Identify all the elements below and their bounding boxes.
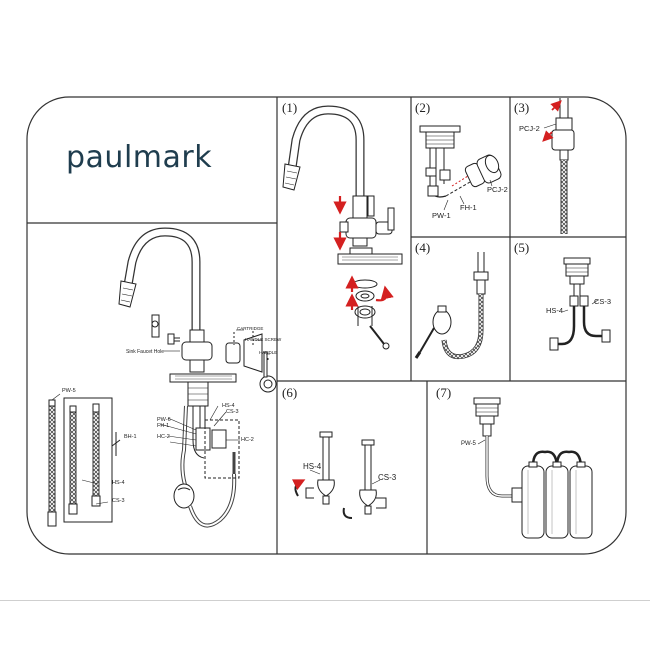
step-4-diagram — [414, 252, 489, 360]
label-hs4-overview: HS-4 — [222, 403, 235, 409]
brand-logo: paulmark — [66, 140, 213, 175]
step-1-diagram — [282, 105, 403, 350]
label-cs3-step5: CS-3 — [594, 297, 611, 306]
label-hs4-step5: HS-4 — [546, 306, 563, 315]
step-5-labels: HS-4 CS-3 — [546, 297, 611, 315]
label-cs3-step6: CS-3 — [378, 473, 397, 482]
label-pcj2-step2: PCJ-2 — [487, 185, 508, 194]
label-cs3-overview: CS-3 — [226, 409, 239, 415]
label-fh1-overview: FH-1 — [157, 423, 169, 429]
supply-hoses — [47, 393, 121, 527]
label-hs4-hoses: HS-4 — [112, 480, 125, 486]
step-6-labels: HS-4 CS-3 — [303, 462, 397, 482]
label-cs3-hoses: CS-3 — [112, 498, 125, 504]
overview-diagram — [47, 227, 277, 528]
label-handle: HANDLE — [259, 350, 277, 355]
step-numbers: (1) (2) (3) (4) (5) (6) (7) — [282, 100, 529, 400]
label-pw5-step7: PW-5 — [461, 441, 477, 447]
overview-labels: CARTRIDGE HANDLE SCREW HANDLE Sink Fauce… — [62, 326, 282, 504]
step-2-number: (2) — [415, 100, 430, 115]
label-sink-faucet-hole: Sink Faucet Hole — [126, 349, 164, 355]
step-7-diagram — [473, 397, 593, 539]
label-cartridge: CARTRIDGE — [237, 326, 263, 331]
step-1-number: (1) — [282, 100, 297, 115]
frame — [26, 96, 627, 555]
step-1-arrows — [333, 196, 394, 310]
step-5-diagram — [549, 257, 611, 351]
label-pcj2-step3: PCJ-2 — [519, 124, 540, 133]
label-hs4-step6: HS-4 — [303, 462, 322, 471]
label-pw1: PW-1 — [432, 211, 451, 220]
step-2-labels: PW-1 FH-1 PCJ-2 — [432, 185, 508, 220]
step-2-diagram — [419, 125, 502, 211]
step-5-number: (5) — [514, 240, 529, 255]
step-3-number: (3) — [514, 100, 529, 115]
label-hc2-overview-a: HC-2 — [157, 434, 170, 440]
step-3-labels: PCJ-2 — [519, 124, 540, 133]
label-pw5-overview: PW-5 — [62, 388, 76, 394]
label-handle-screw: HANDLE SCREW — [245, 337, 282, 342]
step-7-number: (7) — [436, 385, 451, 400]
label-pw6-overview: PW-6 — [157, 417, 171, 423]
bottom-divider — [0, 600, 650, 601]
step-6-number: (6) — [282, 385, 297, 400]
step-4-number: (4) — [415, 240, 430, 255]
label-bh1-overview: BH-1 — [124, 434, 137, 440]
label-hc2-overview-b: HC-2 — [241, 437, 254, 443]
step-3-diagram — [543, 98, 575, 234]
label-fh1-step2: FH-1 — [460, 203, 477, 212]
step-6-diagram — [291, 431, 387, 519]
step-3-arrows — [542, 100, 562, 142]
step-7-labels: PW-5 — [461, 441, 477, 447]
